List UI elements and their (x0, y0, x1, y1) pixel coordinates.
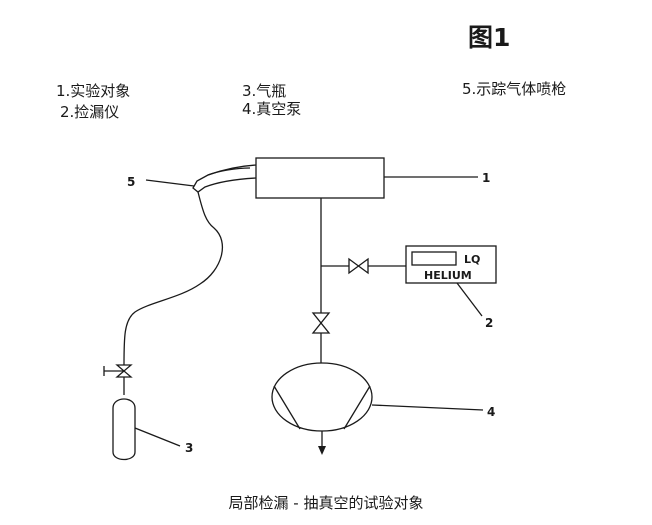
figure-title: 图1 (468, 23, 511, 52)
pump-valve (311, 312, 331, 334)
leader-line-3 (134, 427, 181, 447)
pump-exhaust-arrow (318, 446, 326, 455)
callout-5: 5 (127, 175, 135, 189)
cylinder-valve (115, 364, 133, 378)
detector-display-text: LQ (464, 253, 480, 266)
callout-1: 1 (482, 171, 490, 185)
legend-item-leak-detector: 2.捡漏仪 (60, 103, 120, 121)
callout-2: 2 (485, 316, 493, 330)
legend-item-gas-cylinder: 3.气瓶 (242, 82, 287, 100)
callout-3: 3 (185, 441, 193, 455)
legend-item-spray-gun: 5.示踪气体喷枪 (462, 80, 567, 98)
test-object-box (255, 157, 385, 199)
pump-vane-right (343, 385, 371, 430)
legend-item-vacuum-pump: 4.真空泵 (242, 100, 302, 118)
pump-vane-left (273, 385, 301, 430)
leader-line-5 (145, 179, 195, 187)
leader-line-2 (456, 282, 483, 317)
vacuum-pump (271, 362, 373, 432)
spray-gun (192, 164, 257, 193)
leak-detector (405, 245, 497, 284)
spray-gun-detail (207, 167, 251, 176)
leader-line-4 (371, 404, 484, 411)
detector-gas-label: HELIUM (424, 269, 472, 282)
detector-display (411, 251, 457, 266)
figure-caption: 局部检漏 - 抽真空的试验对象 (228, 494, 424, 512)
legend-item-test-object: 1.实验对象 (56, 82, 131, 100)
gas-cylinder (112, 398, 136, 461)
callout-4: 4 (487, 405, 495, 419)
tracer-gas-hose (123, 191, 224, 366)
detector-valve (348, 257, 369, 275)
